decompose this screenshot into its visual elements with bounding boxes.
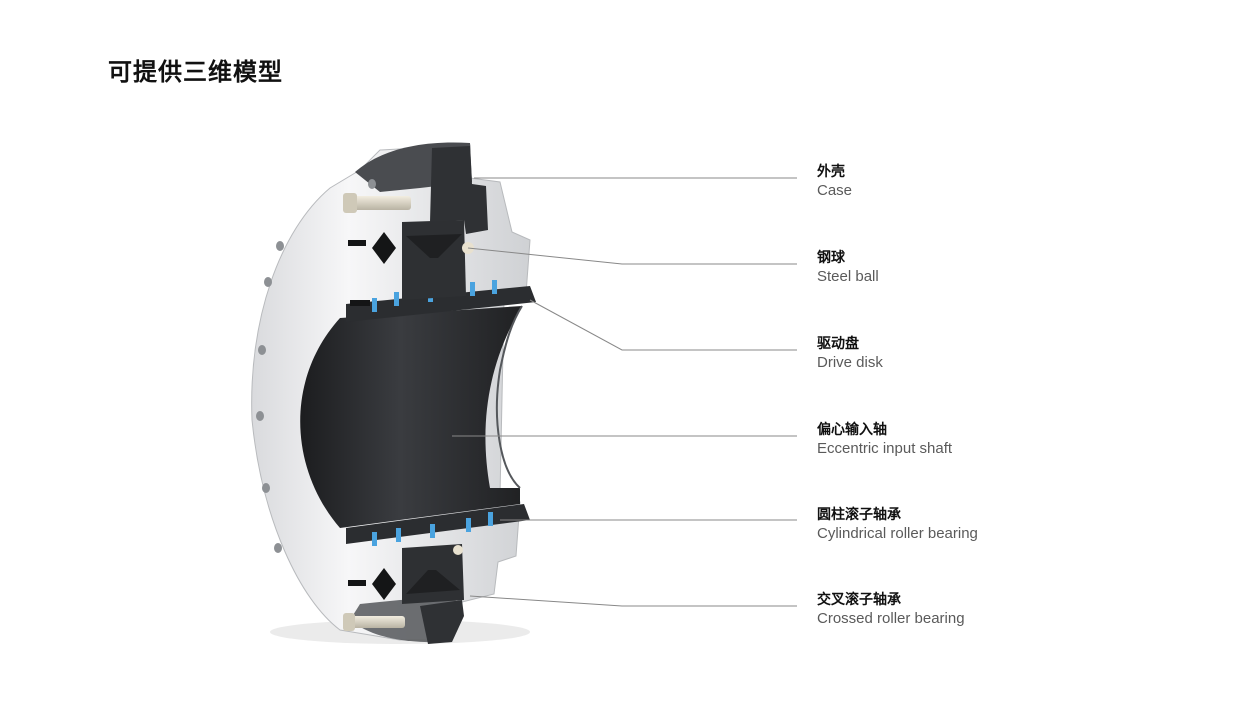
- leader-steel-ball: [467, 247, 797, 265]
- callout-input-shaft-zh: 偏心输入轴: [817, 422, 887, 438]
- leader-lines: [452, 177, 797, 607]
- eccentric-input-shaft: [300, 305, 523, 528]
- upper-drive-disk: [402, 220, 474, 300]
- callout-cylindrical-bearing-zh: 圆柱滚子轴承: [817, 507, 901, 523]
- bolts: [343, 193, 411, 631]
- callout-crossed-bearing-en: Crossed roller bearing: [817, 610, 965, 627]
- callout-crossed-bearing-zh: 交叉滚子轴承: [817, 592, 901, 608]
- leader-crossed-bearing: [469, 595, 797, 607]
- callout-input-shaft-en: Eccentric input shaft: [817, 440, 953, 457]
- callout-steel-ball: 钢球 Steel ball: [817, 249, 879, 286]
- callout-input-shaft: 偏心输入轴 Eccentric input shaft: [817, 421, 952, 458]
- page-title: 可提供三维模型: [108, 58, 283, 86]
- lower-drive-disk: [402, 544, 464, 604]
- callout-case-en: Case: [817, 182, 853, 199]
- lower-roller-strip: [346, 504, 530, 546]
- callout-drive-disk-zh: 驱动盘: [817, 336, 859, 352]
- callout-cylindrical-bearing: 圆柱滚子轴承 Cylindrical roller bearing: [817, 506, 978, 543]
- leader-drive-disk: [529, 299, 797, 351]
- callout-steel-ball-zh: 钢球: [817, 250, 845, 266]
- callout-cylindrical-bearing-en: Cylindrical roller bearing: [817, 525, 978, 542]
- callout-case-zh: 外壳: [817, 164, 845, 180]
- callout-case: 外壳 Case: [817, 163, 852, 200]
- callout-drive-disk-en: Drive disk: [817, 354, 883, 371]
- callout-drive-disk: 驱动盘 Drive disk: [817, 335, 883, 372]
- callout-crossed-bearing: 交叉滚子轴承 Crossed roller bearing: [817, 591, 965, 628]
- flange-holes: [256, 179, 376, 553]
- crossed-rollers: [348, 232, 396, 600]
- case-section: [420, 146, 488, 644]
- callout-steel-ball-en: Steel ball: [817, 268, 879, 285]
